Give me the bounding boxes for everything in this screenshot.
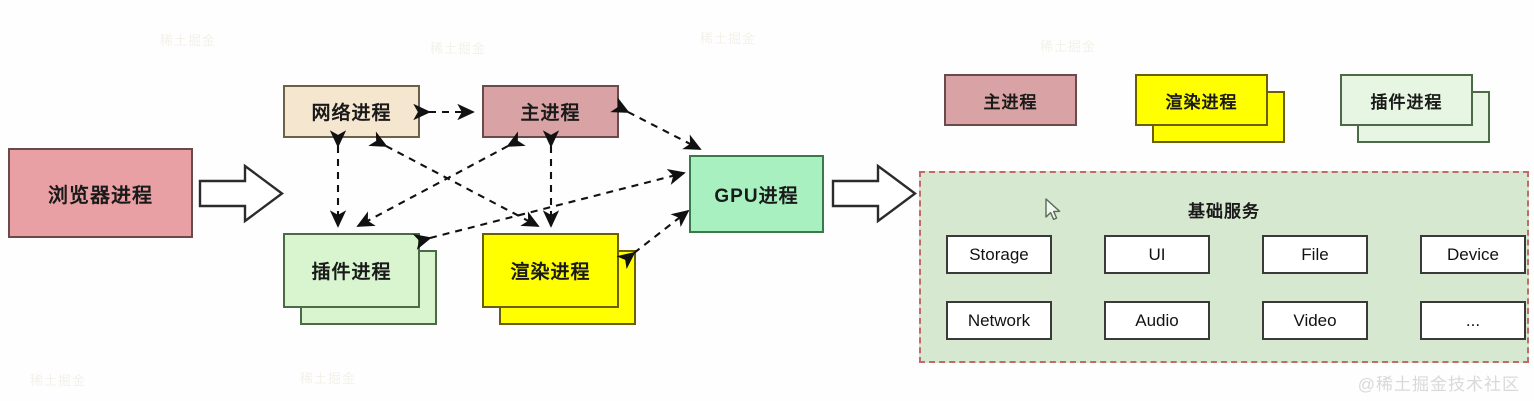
link-main-plugin: [356, 131, 526, 227]
plugin-process-box: 插件进程: [283, 233, 420, 308]
service-box-label: Network: [967, 310, 1031, 330]
link-network-render: [368, 131, 540, 227]
service-box-label: File: [1301, 244, 1329, 264]
service-box-label: Video: [1293, 310, 1337, 330]
service-box[interactable]: UI: [1104, 235, 1210, 274]
service-box[interactable]: Video: [1262, 301, 1368, 340]
service-box-label: Audio: [1135, 310, 1179, 330]
network-process-box: 网络进程: [283, 85, 420, 138]
plugin-process-label: 插件进程: [311, 262, 392, 283]
basic-services-title: 基础服务: [1188, 202, 1260, 221]
link-main-gpu: [610, 97, 702, 150]
gpu-to-services-arrow: [831, 163, 918, 224]
service-box[interactable]: ...: [1420, 301, 1526, 340]
network-process-label: 网络进程: [311, 103, 392, 124]
gpu-process-box: GPU进程: [689, 155, 824, 233]
browser-process-label: 浏览器进程: [48, 184, 153, 207]
service-box[interactable]: Network: [946, 301, 1052, 340]
background-watermark: 稀土掘金: [1040, 39, 1097, 54]
background-watermark: 稀土掘金: [160, 33, 217, 48]
main-process-label: 主进程: [520, 103, 581, 124]
service-box[interactable]: Storage: [946, 235, 1052, 274]
service-box-label: Device: [1447, 244, 1499, 264]
background-watermark: 稀土掘金: [300, 371, 357, 386]
service-box-label: UI: [1148, 244, 1166, 264]
service-box-label: ...: [1465, 310, 1481, 330]
service-box-label: Storage: [969, 244, 1029, 264]
browser-to-processes-arrow: [198, 163, 285, 224]
service-box[interactable]: File: [1262, 235, 1368, 274]
render-process-label: 渲染进程: [510, 262, 591, 283]
gpu-process-label: GPU进程: [714, 185, 799, 207]
site-watermark: @稀土掘金技术社区: [1357, 375, 1520, 394]
service-box[interactable]: Device: [1420, 235, 1526, 274]
background-watermark: 稀土掘金: [700, 31, 757, 46]
main-process-box: 主进程: [482, 85, 619, 138]
browser-process-box: 浏览器进程: [8, 148, 193, 238]
render-process-box: 渲染进程: [482, 233, 619, 308]
right-process-label: 插件进程: [1370, 92, 1443, 112]
service-box[interactable]: Audio: [1104, 301, 1210, 340]
right-process-box: 渲染进程: [1135, 74, 1268, 126]
link-render-gpu: [616, 209, 690, 270]
right-process-box: 插件进程: [1340, 74, 1473, 126]
background-watermark: 稀土掘金: [30, 373, 87, 388]
right-process-label: 主进程: [983, 92, 1038, 112]
right-process-box: 主进程: [944, 74, 1077, 126]
link-plugin-gpu: [412, 168, 686, 250]
right-process-label: 渲染进程: [1165, 92, 1238, 112]
background-watermark: 稀土掘金: [430, 41, 487, 56]
